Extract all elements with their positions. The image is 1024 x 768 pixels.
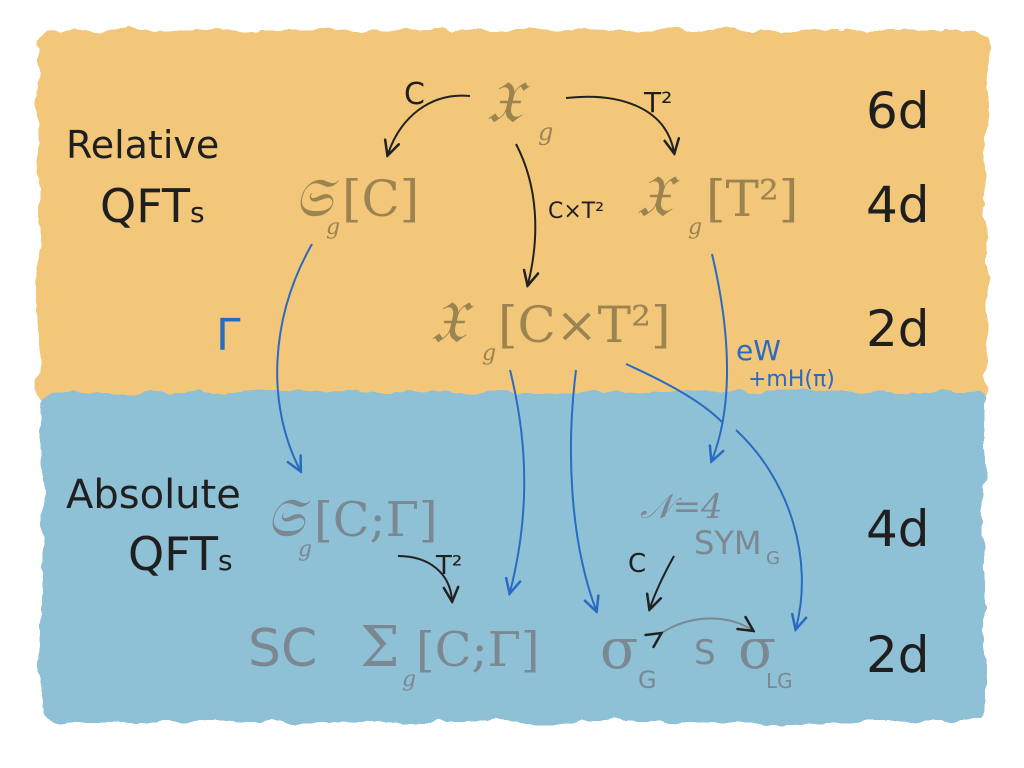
svg-text:g: g <box>298 537 312 562</box>
edge-label-t2-absolute: T² <box>435 551 462 581</box>
svg-text:[T²]: [T²] <box>706 170 798 228</box>
ew-label-line2: +mH(π) <box>748 367 835 392</box>
arrow-x-to-xt2 <box>565 95 674 152</box>
edge-label-cxt2: C×T² <box>548 199 604 224</box>
dim-label-6d: 6d <box>866 82 930 140</box>
node-s-g-c-gamma: 𝔖 g [C;Γ] <box>266 486 438 562</box>
ew-label-line1: eW <box>736 334 781 367</box>
svg-text:𝔖: 𝔖 <box>266 486 311 549</box>
svg-text:g: g <box>482 341 496 366</box>
dim-label-2d-relative: 2d <box>866 300 930 358</box>
arrow-xt2-to-n4 <box>712 253 729 460</box>
svg-text:LG: LG <box>766 669 793 693</box>
svg-text:[C;Γ]: [C;Γ] <box>314 492 438 548</box>
relative-band <box>38 30 986 402</box>
arrow-xcxt2-to-sci <box>510 369 526 592</box>
node-sigma-g: σ G <box>600 617 657 694</box>
svg-text:g: g <box>688 215 702 240</box>
gamma-label: Γ <box>216 310 241 361</box>
svg-text:G: G <box>766 548 780 569</box>
arrow-s-to-sclass <box>276 243 313 470</box>
relative-label-line2: QFTs <box>100 179 205 233</box>
svg-text:g: g <box>538 118 553 146</box>
svg-text:SYM: SYM <box>694 524 761 562</box>
relative-label-line1: Relative <box>66 123 219 167</box>
svg-text:𝔖: 𝔖 <box>294 166 339 229</box>
node-s-g-c: 𝔖 g [C] <box>294 166 419 240</box>
edge-label-c-absolute: C <box>628 549 646 579</box>
svg-text:Σ: Σ <box>360 615 400 680</box>
svg-text:g: g <box>402 667 416 692</box>
dim-label-4d-relative: 4d <box>866 176 930 234</box>
arrow-sclass-to-sci <box>397 555 452 600</box>
svg-text:G: G <box>638 666 657 694</box>
svg-text:g: g <box>326 215 340 240</box>
svg-text:[C×T²]: [C×T²] <box>498 296 671 354</box>
edge-label-c-relative: C <box>404 77 425 112</box>
node-n4-sym-g: 𝒩=4 SYM G <box>640 487 780 569</box>
arrow-s-duality <box>660 618 752 634</box>
svg-text:σ: σ <box>600 617 638 682</box>
svg-text:[C;Γ]: [C;Γ] <box>416 622 540 678</box>
svg-text:𝒩=4: 𝒩=4 <box>640 487 723 527</box>
arrow-x-to-xcxt2 <box>515 143 535 284</box>
edge-label-t2-relative: T² <box>643 86 672 119</box>
node-sc-sigma-g-c-gamma: SC Σ g [C;Γ] <box>248 615 540 692</box>
arrow-xcxt2-to-sigma-lg <box>625 363 723 423</box>
edge-label-s-duality: S <box>694 633 716 673</box>
dim-label-4d-absolute: 4d <box>866 500 930 558</box>
absolute-label-line1: Absolute <box>66 472 241 518</box>
svg-text:SC: SC <box>248 619 317 679</box>
absolute-label-line2: QFTs <box>128 527 233 581</box>
svg-text:[C]: [C] <box>342 170 419 228</box>
arrow-xcxt2-to-sigma-g <box>569 369 596 610</box>
arrow-x-to-s <box>388 94 471 154</box>
dim-label-2d-absolute: 2d <box>866 626 930 684</box>
arrow-n4-to-sigma-g <box>650 555 675 608</box>
arrow-xcxt2-to-sigma-lg-lower <box>735 429 802 628</box>
